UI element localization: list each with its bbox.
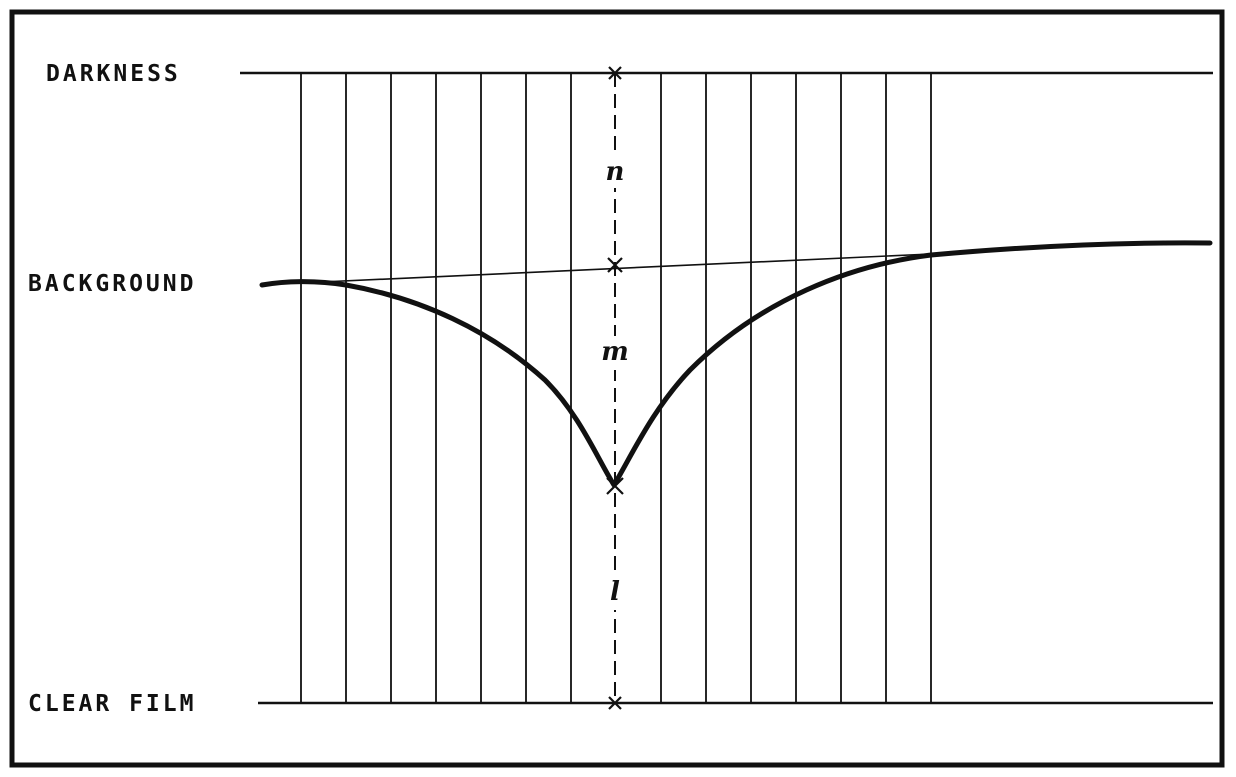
mark-background [607, 257, 623, 273]
darkness-label: DARKNESS [46, 61, 181, 87]
mark-darkness [608, 66, 622, 80]
n-label-gap [603, 152, 627, 188]
m-label: m [601, 337, 629, 367]
background-label: BACKGROUND [28, 271, 196, 297]
outer-frame [9, 9, 1225, 768]
l-label-gap [605, 572, 625, 610]
mark-clear-film [608, 696, 622, 710]
measure-marks [606, 66, 624, 710]
clear-film-label: CLEAR FILM [28, 691, 196, 717]
n-label: n [606, 157, 625, 187]
density-curve [259, 240, 1213, 488]
m-label-gap [600, 336, 630, 370]
l-label: l [610, 577, 620, 607]
vertical-grid [300, 73, 932, 703]
mark-minimum [606, 477, 624, 495]
